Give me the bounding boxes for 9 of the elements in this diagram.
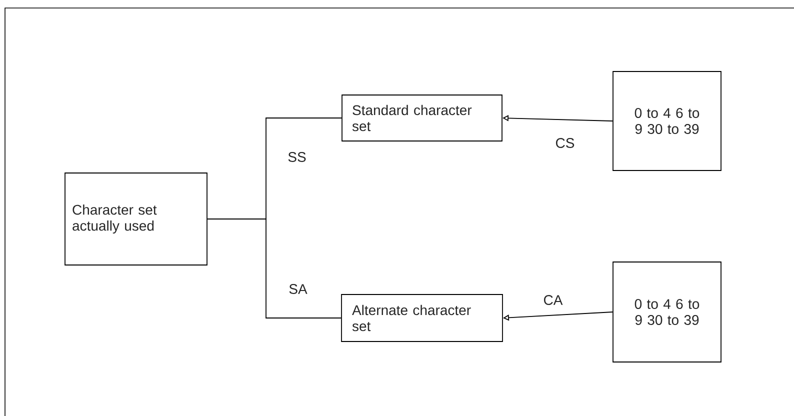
edge-label: SA: [288, 283, 308, 295]
process-box: Standard character set: [342, 94, 502, 142]
process-box: Alternate character set: [341, 294, 503, 342]
process-box: Character set actually used: [64, 172, 208, 266]
number-box: 0 to 4 6 to 9 30 to 39: [612, 71, 722, 171]
edge-label: SS: [286, 151, 308, 163]
edge-label: CA: [542, 294, 564, 306]
edge-label: CS: [554, 137, 576, 149]
number-box: 0 to 4 6 to 9 30 to 39: [612, 262, 722, 362]
